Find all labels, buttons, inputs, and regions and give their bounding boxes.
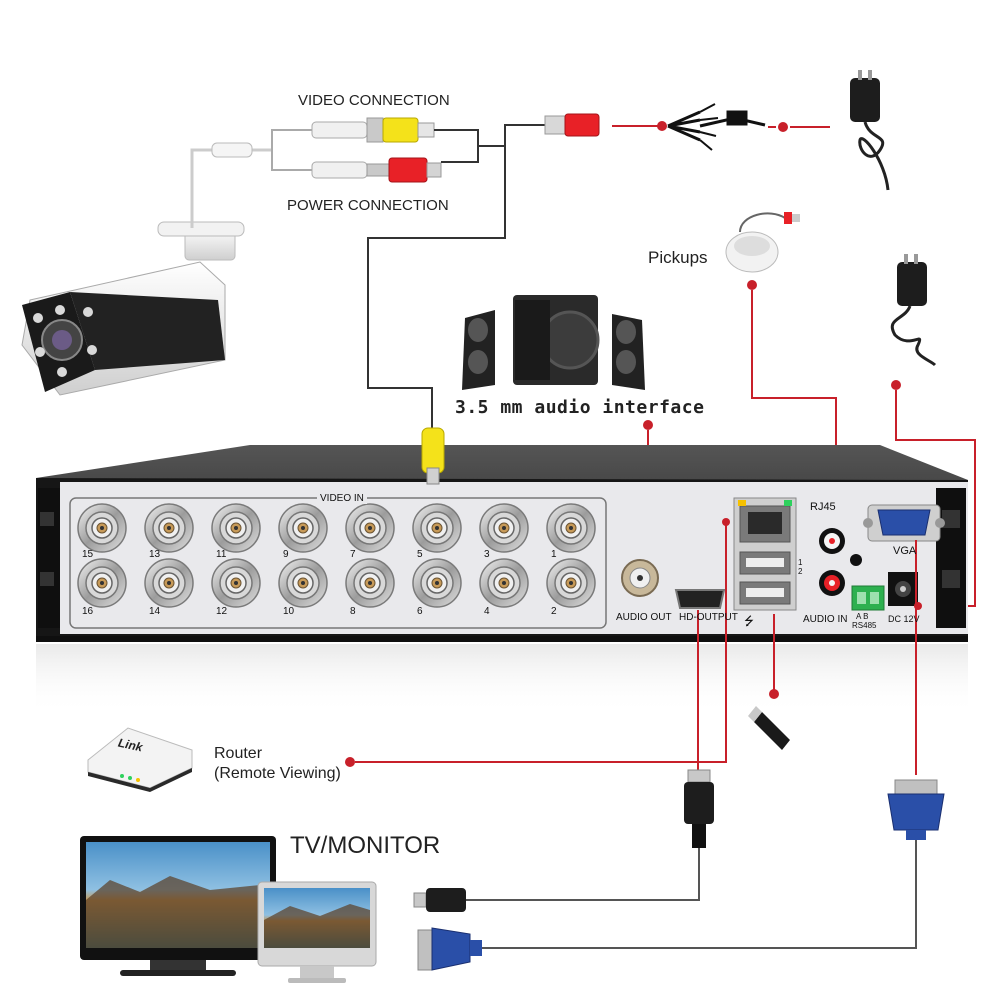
rs485-terminal-icon (851, 585, 885, 611)
video-connection-label: VIDEO CONNECTION (298, 92, 450, 109)
video-cable-connector-icon (421, 427, 445, 485)
red-dot (643, 420, 653, 430)
cable-branch (271, 129, 312, 171)
bnc-port-icon (77, 503, 127, 553)
bnc-ports (77, 503, 596, 608)
hd-output-label: HD-OUTPUT (679, 612, 738, 623)
vga-cable-plug-icon (417, 927, 482, 971)
red-dot (769, 689, 779, 699)
audio-out-label: AUDIO OUT (616, 612, 672, 623)
bnc-port-icon (345, 558, 395, 608)
hdmi-port-icon (674, 589, 726, 609)
channel-number-label: 1 (551, 549, 557, 560)
channel-number-label: 7 (350, 549, 356, 560)
rs485-label: RS485 (852, 621, 877, 630)
usb-stick-icon (748, 706, 790, 750)
bnc-port-icon (278, 558, 328, 608)
dc-power-jack-icon (888, 572, 918, 606)
channel-number-label: 8 (350, 606, 356, 617)
power-connection-label: POWER CONNECTION (287, 197, 449, 214)
red-dot (891, 380, 901, 390)
red-dot (747, 280, 757, 290)
rs485-ab-label: A B (856, 612, 869, 621)
vga-port-icon (863, 504, 945, 542)
pickups-label: Pickups (648, 248, 708, 267)
remote-viewing-label: (Remote Viewing) (214, 765, 341, 782)
power-splitter-icon (667, 103, 766, 151)
connector-lines (434, 129, 505, 163)
channel-number-label: 15 (82, 549, 94, 560)
audio-out-jack-icon (621, 559, 659, 597)
rj45-label: RJ45 (810, 501, 836, 513)
video-bnc-connector-icon (311, 117, 435, 143)
vga-cable-plug-icon (887, 779, 945, 840)
bnc-port-icon (479, 503, 529, 553)
channel-number-label: 4 (484, 606, 490, 617)
speakers-icon (462, 295, 645, 390)
bnc-port-icon (479, 558, 529, 608)
bnc-port-icon (546, 503, 596, 553)
channel-number-label: 10 (283, 606, 295, 617)
hdmi-cable-plug-icon (684, 769, 714, 848)
router-icon (87, 727, 193, 792)
bnc-port-icon (144, 558, 194, 608)
red-dot (657, 121, 667, 131)
red-dot (778, 122, 788, 132)
channel-number-label: 2 (551, 606, 557, 617)
tv-monitor-label: TV/MONITOR (290, 832, 441, 859)
network-line (355, 522, 727, 763)
router-label: Router (214, 745, 263, 762)
dvr-reflection (36, 644, 968, 714)
channel-number-label: 16 (82, 606, 94, 617)
channel-number-label: 12 (216, 606, 228, 617)
bnc-port-icon (546, 558, 596, 608)
hdmi-cable-plug-icon (413, 888, 466, 912)
power-dc-connector-icon (311, 157, 442, 183)
power-adapter-icon (850, 70, 890, 191)
network-usb-block (733, 497, 797, 611)
channel-number-label: 5 (417, 549, 423, 560)
desktop-monitor-icon (257, 881, 377, 983)
audio-interface-label: 3.5 mm audio interface (455, 397, 705, 418)
channel-number-label: 6 (417, 606, 423, 617)
audio-in-jacks-icon (819, 528, 862, 596)
bnc-port-icon (211, 503, 261, 553)
cable-splitter (211, 142, 253, 158)
channel-number-label: 11 (216, 549, 227, 560)
bnc-port-icon (77, 558, 127, 608)
usb-symbol-icon: ⭍ (744, 614, 754, 628)
bnc-port-icon (412, 503, 462, 553)
channel-number-label: 9 (283, 549, 289, 560)
dc12v-label: DC 12V (888, 614, 920, 624)
bnc-port-icon (144, 503, 194, 553)
red-dot (345, 757, 355, 767)
hdmi-cable (460, 848, 700, 901)
vga-cable (480, 840, 917, 949)
bnc-port-icon (412, 558, 462, 608)
pickup-microphone-icon (725, 212, 800, 273)
channel-number-label: 3 (484, 549, 490, 560)
power-adapter-icon (890, 254, 937, 367)
bullet-camera-icon (21, 221, 245, 396)
power-line (504, 124, 545, 146)
channel-number-label: 14 (149, 606, 161, 617)
tv-monitor-icon (80, 836, 276, 976)
camera-cable (190, 148, 272, 228)
red-dc-plug-icon (544, 113, 600, 137)
bnc-port-icon (211, 558, 261, 608)
bnc-port-icon (345, 503, 395, 553)
bnc-port-icon (278, 503, 328, 553)
video-line-to-dvr (367, 146, 506, 430)
vga-label: VGA (893, 545, 917, 557)
usb-number-label: 1 2 (798, 558, 803, 576)
channel-number-label: 13 (149, 549, 161, 560)
video-in-label: VIDEO IN (317, 493, 367, 504)
audio-in-label: AUDIO IN (803, 614, 848, 625)
